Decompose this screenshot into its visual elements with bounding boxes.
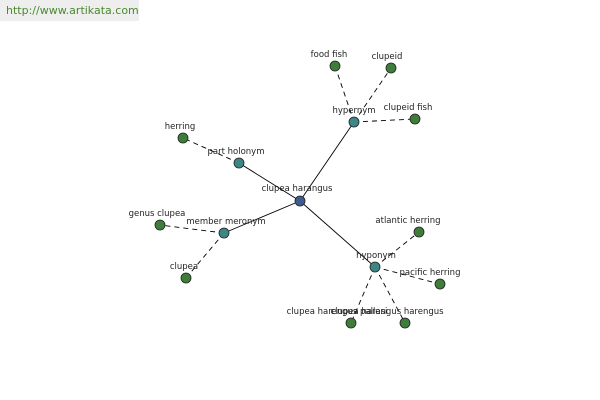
edge-hyponym-to-pacific-herring [374, 266, 441, 285]
node-clupea-harengus-harengus-dot[interactable] [399, 317, 411, 329]
node-member-meronym-dot[interactable] [218, 227, 230, 239]
edge-part-holonym-to-herring [182, 137, 240, 164]
edge-hypernym-to-food-fish [334, 65, 355, 123]
node-pacific-herring[interactable]: pacific herring [400, 268, 461, 290]
node-atlantic-herring-dot[interactable] [413, 226, 425, 238]
edges-layer [159, 65, 441, 324]
node-clupea-harengus-pallasi-label[interactable]: clupea harengus pallasi [287, 307, 388, 317]
edge-center-to-hyponym [299, 200, 376, 268]
node-part-holonym-label[interactable]: part holonym [208, 147, 265, 157]
node-clupeid-fish-dot[interactable] [409, 113, 421, 125]
node-center-dot[interactable] [294, 195, 306, 207]
watermark-link[interactable]: http://www.artikata.com [0, 0, 139, 21]
node-herring[interactable]: herring [165, 122, 196, 144]
node-atlantic-herring-label[interactable]: atlantic herring [375, 216, 440, 226]
node-clupea-harengus-harengus[interactable]: clupea harengus harengus [330, 307, 444, 329]
nodes-layer: clupea harangus hypernym part holonym membe… [129, 50, 461, 329]
edge-hypernym-to-clupeid-fish [353, 118, 416, 123]
node-atlantic-herring[interactable]: atlantic herring [375, 216, 441, 238]
node-genus-clupea-label[interactable]: genus clupea [129, 209, 186, 219]
node-hyponym-label[interactable]: hyponym [356, 251, 396, 261]
edge-center-to-part-holonym [238, 162, 301, 202]
node-food-fish[interactable]: food fish [311, 50, 348, 72]
edge-center-to-member-meronym [223, 200, 301, 234]
edge-hypernym-to-clupeid [353, 67, 392, 123]
node-center[interactable]: clupea harangus [262, 184, 333, 207]
node-herring-dot[interactable] [177, 132, 189, 144]
edge-center-to-hypernym [299, 121, 355, 202]
node-part-holonym-dot[interactable] [233, 157, 245, 169]
node-clupea-harengus-pallasi-dot[interactable] [345, 317, 357, 329]
edge-member-meronym-to-genus-clupea [159, 224, 225, 234]
node-genus-clupea[interactable]: genus clupea [129, 209, 186, 231]
node-clupeid[interactable]: clupeid [372, 52, 403, 74]
node-food-fish-dot[interactable] [329, 60, 341, 72]
node-pacific-herring-label[interactable]: pacific herring [400, 268, 461, 278]
node-part-holonym[interactable]: part holonym [208, 147, 265, 169]
node-herring-label[interactable]: herring [165, 122, 196, 132]
node-clupea-harengus-harengus-label[interactable]: clupea harengus harengus [330, 307, 444, 317]
node-hyponym[interactable]: hyponym [356, 251, 396, 273]
node-center-label[interactable]: clupea harangus [262, 184, 333, 194]
node-clupea[interactable]: clupea [170, 262, 198, 284]
node-member-meronym[interactable]: member meronym [186, 217, 266, 239]
node-clupeid-fish[interactable]: clupeid fish [384, 103, 433, 125]
node-food-fish-label[interactable]: food fish [311, 50, 348, 60]
node-genus-clupea-dot[interactable] [154, 219, 166, 231]
node-hypernym[interactable]: hypernym [332, 106, 376, 128]
node-clupeid-dot[interactable] [385, 62, 397, 74]
node-clupea-dot[interactable] [180, 272, 192, 284]
node-clupeid-label[interactable]: clupeid [372, 52, 403, 62]
node-clupeid-fish-label[interactable]: clupeid fish [384, 103, 433, 113]
node-clupea-label[interactable]: clupea [170, 262, 198, 272]
node-hyponym-dot[interactable] [369, 261, 381, 273]
edge-hyponym-to-atlantic-herring [374, 231, 420, 268]
node-hypernym-label[interactable]: hypernym [332, 106, 375, 116]
node-member-meronym-label[interactable]: member meronym [186, 217, 265, 227]
edge-hyponym-to-clupea-harengus-harengus [374, 266, 406, 324]
node-pacific-herring-dot[interactable] [434, 278, 446, 290]
node-hypernym-dot[interactable] [348, 116, 360, 128]
edge-hyponym-to-clupea-harengus-pallasi [350, 266, 376, 324]
node-clupea-harengus-pallasi[interactable]: clupea harengus pallasi [287, 307, 388, 329]
edge-member-meronym-to-clupea [185, 232, 225, 279]
